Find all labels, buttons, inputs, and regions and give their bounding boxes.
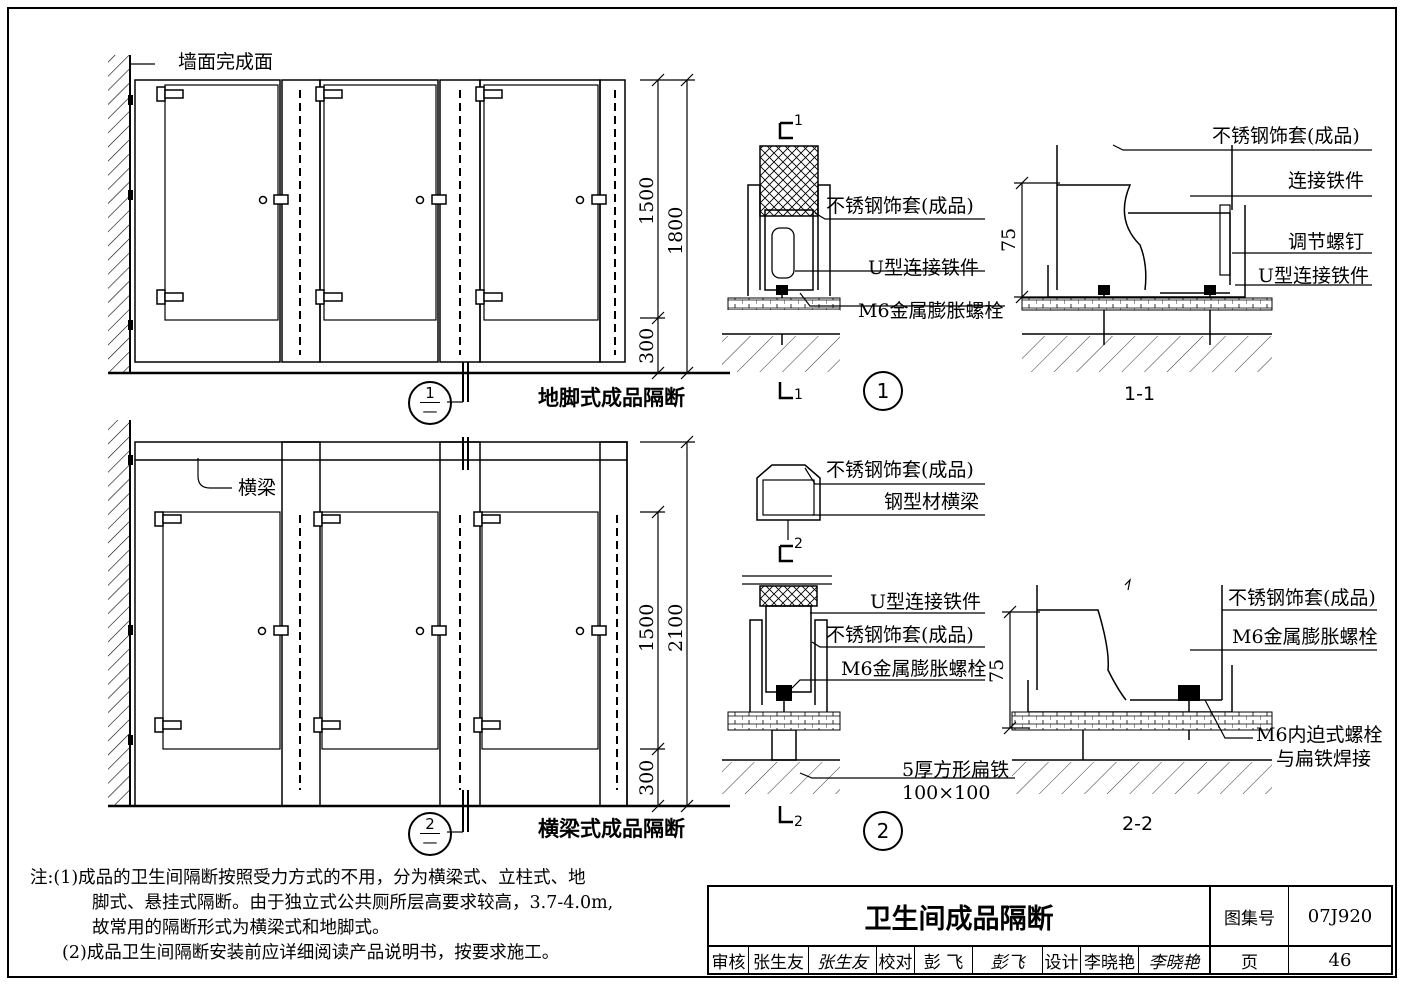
dim-2100: 2100 <box>665 603 687 652</box>
dim-1500-top: 1500 <box>636 176 658 225</box>
detail-1 <box>722 121 1005 400</box>
d2-label-flat-iron: 5厚方形扁铁 <box>902 759 1010 781</box>
section-2-2-caption: 2-2 <box>1122 813 1154 835</box>
section-ref-1: 1— <box>408 381 452 425</box>
caption-footing-type: 地脚式成品隔断 <box>538 385 685 410</box>
s11-label-u-bracket: U型连接铁件 <box>1258 265 1370 287</box>
beam-label: 横梁 <box>238 477 277 499</box>
s11-label-adjust-screw: 调节螺钉 <box>1288 231 1365 253</box>
s22-label-anchor: M6金属膨胀螺栓 <box>1232 626 1378 648</box>
dim-300-bottom: 300 <box>636 759 658 796</box>
d2-label-cover-top: 不锈钢饰套(成品) <box>826 459 974 481</box>
review-label: 审核 <box>709 947 749 973</box>
title-block: 卫生间成品隔断 图集号 07J920 审核 张生友 张生友 校对 彭 飞 彭飞 … <box>707 885 1393 975</box>
section-ref-2: 2— <box>408 812 452 856</box>
d1-label-u-bracket: U型连接铁件 <box>868 257 980 279</box>
atlas-no: 07J920 <box>1289 887 1391 947</box>
design-label: 设计 <box>1043 947 1081 973</box>
designer-name: 李晓艳 <box>1081 947 1139 973</box>
d2-label-flat-iron-size: 100×100 <box>902 782 991 804</box>
section-1-1-caption: 1-1 <box>1124 383 1156 405</box>
atlas-no-label: 图集号 <box>1211 887 1289 947</box>
reviewer-name: 张生友 <box>749 947 809 973</box>
reviewer-signature: 张生友 <box>809 947 877 973</box>
section-2-2 <box>1002 578 1377 794</box>
note-line-4: (2)成品卫生间隔断安装前应详细阅读产品说明书，按要求施工。 <box>62 943 560 963</box>
d1-label-anchor: M6金属膨胀螺栓 <box>858 300 1004 322</box>
top-elevation <box>108 55 730 403</box>
s11-label-cover: 不锈钢饰套(成品) <box>1212 125 1360 147</box>
wall-finish-label: 墙面完成面 <box>178 51 274 73</box>
s11-label-connector: 连接铁件 <box>1288 170 1365 192</box>
detail-2 <box>722 464 1015 824</box>
s22-label-cover: 不锈钢饰套(成品) <box>1228 587 1376 609</box>
designer-signature: 李晓艳 <box>1139 947 1211 973</box>
caption-beam-type: 横梁式成品隔断 <box>538 816 685 841</box>
checker-name: 彭 飞 <box>915 947 973 973</box>
page-label: 页 <box>1211 947 1289 973</box>
dim-1800: 1800 <box>665 206 687 255</box>
check-label: 校对 <box>877 947 915 973</box>
drawing-title: 卫生间成品隔断 <box>709 887 1211 947</box>
note-line-1: 注:(1)成品的卫生间隔断按照受力方式的不用，分为横梁式、立柱式、地 <box>30 868 586 888</box>
notes: 注:(1)成品的卫生间隔断按照受力方式的不用，分为横梁式、立柱式、地 脚式、悬挂… <box>30 866 613 966</box>
s22-label-bolt: M6内迫式螺栓 <box>1256 724 1383 746</box>
dim-1500-bottom: 1500 <box>636 603 658 652</box>
d2-label-u-bracket: U型连接铁件 <box>870 591 982 613</box>
cut-1-top: 1 <box>794 113 803 129</box>
d2-label-beam: 钢型材横梁 <box>884 491 980 513</box>
s22-label-weld: 与扁铁焊接 <box>1276 748 1372 770</box>
detail-marker-1: 1 <box>863 371 903 411</box>
page-number: 46 <box>1328 949 1352 971</box>
detail-marker-2: 2 <box>863 811 903 851</box>
s22-dim-75: 75 <box>986 658 1008 683</box>
s11-dim-75: 75 <box>998 227 1020 252</box>
d1-label-cover: 不锈钢饰套(成品) <box>826 195 974 217</box>
cut-2-top: 2 <box>794 536 803 552</box>
bottom-elevation <box>108 420 730 833</box>
d2-label-anchor: M6金属膨胀螺栓 <box>841 658 987 680</box>
cut-2-bottom: 2 <box>794 814 803 830</box>
d2-label-cover: 不锈钢饰套(成品) <box>826 624 974 646</box>
cut-1-bottom: 1 <box>794 387 803 403</box>
sheet-border <box>7 7 1397 978</box>
section-1-1 <box>1014 144 1372 372</box>
note-line-3: 故常用的隔断形式为横梁式和地脚式。 <box>92 918 390 938</box>
checker-signature: 彭飞 <box>973 947 1043 973</box>
note-line-2: 脚式、悬挂式隔断。由于独立式公共厕所层高要求较高，3.7-4.0m, <box>92 893 614 913</box>
dim-300-top: 300 <box>636 327 658 364</box>
